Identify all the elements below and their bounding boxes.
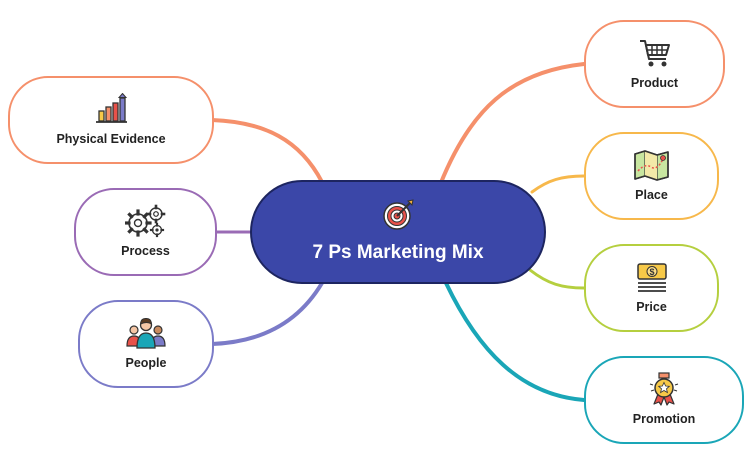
- topic-people-label: People: [125, 356, 167, 370]
- connector-promotion: [444, 281, 586, 402]
- topic-physical-evidence[interactable]: Physical Evidence: [8, 76, 214, 164]
- topic-people[interactable]: People: [78, 300, 214, 388]
- gears-icon: [124, 204, 167, 238]
- topic-promotion[interactable]: Promotion: [584, 356, 744, 444]
- target-dart-icon: [380, 196, 416, 234]
- central-topic-title: 7 Ps Marketing Mix: [312, 242, 484, 263]
- connector-product: [438, 62, 586, 187]
- connector-price: [528, 268, 586, 290]
- topic-product[interactable]: Product: [584, 20, 725, 108]
- topic-product-label: Product: [630, 76, 679, 90]
- topic-process-label: Process: [121, 244, 170, 258]
- connector-people: [210, 281, 324, 346]
- people-group-icon: [125, 316, 167, 350]
- topic-process[interactable]: Process: [74, 188, 217, 276]
- topic-place-label: Place: [635, 188, 668, 202]
- bar-chart-icon: [94, 92, 128, 126]
- topic-price-label: Price: [636, 300, 667, 314]
- topic-physical-evidence-label: Physical Evidence: [56, 132, 166, 146]
- money-icon: $: [635, 260, 669, 294]
- topic-place[interactable]: Place: [584, 132, 719, 220]
- award-badge-icon: [647, 372, 681, 406]
- central-topic[interactable]: 7 Ps Marketing Mix: [250, 180, 546, 284]
- svg-text:$: $: [649, 267, 654, 277]
- shopping-cart-icon: [638, 36, 672, 70]
- topic-price[interactable]: $ Price: [584, 244, 719, 332]
- map-icon: [633, 148, 671, 182]
- topic-promotion-label: Promotion: [632, 412, 696, 426]
- connector-place: [530, 174, 586, 194]
- connector-physical-evidence: [210, 118, 324, 184]
